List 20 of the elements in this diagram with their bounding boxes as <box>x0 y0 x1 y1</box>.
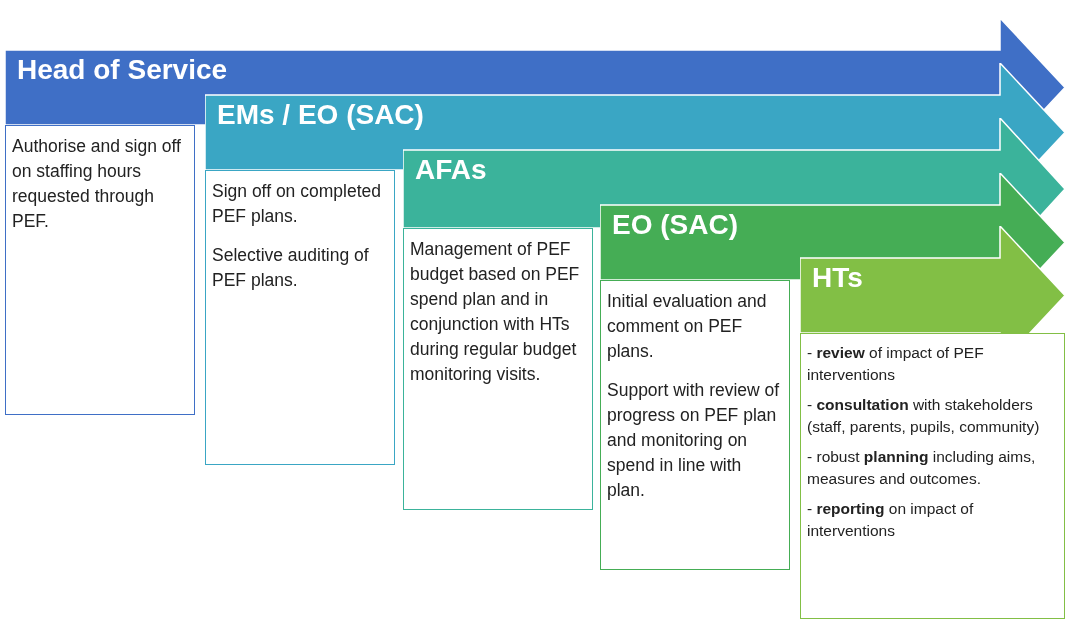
text-box <box>600 280 790 570</box>
body-text: Support with review of progress on PEF plan and monitoring on spend in line with plan. <box>607 379 781 502</box>
body-text: Sign off on completed PEF plans. <box>212 180 382 228</box>
bullet-text: - robust planning including aims, measures and outcomes. <box>807 447 1037 489</box>
banner-heading: EMs / EO (SAC) <box>217 99 424 131</box>
text-box <box>800 333 1065 619</box>
banner-heading: EO (SAC) <box>612 209 738 241</box>
bullet-text: - consultation with stakeholders (staff, parents, pupils, community) <box>807 395 1041 437</box>
text-box <box>403 228 593 510</box>
body-text: Management of PEF budget based on PEF spend plan and in conjunction with HTs during regular budget monitoring visits. <box>410 238 581 386</box>
text-box <box>5 125 195 415</box>
bullet-text: - reporting on impact of interventions <box>807 499 975 541</box>
banner-heading: HTs <box>812 262 863 294</box>
banner-heading: Head of Service <box>17 54 228 86</box>
body-text: Authorise and sign off on staffing hours requested through PEF. <box>12 135 182 233</box>
body-text: Selective auditing of PEF plans. <box>212 244 370 292</box>
body-text: Initial evaluation and comment on PEF plans. <box>607 290 768 363</box>
banner-heading: AFAs <box>415 154 487 186</box>
bullet-text: - review of impact of PEF interventions <box>807 343 985 385</box>
text-box <box>205 170 395 465</box>
